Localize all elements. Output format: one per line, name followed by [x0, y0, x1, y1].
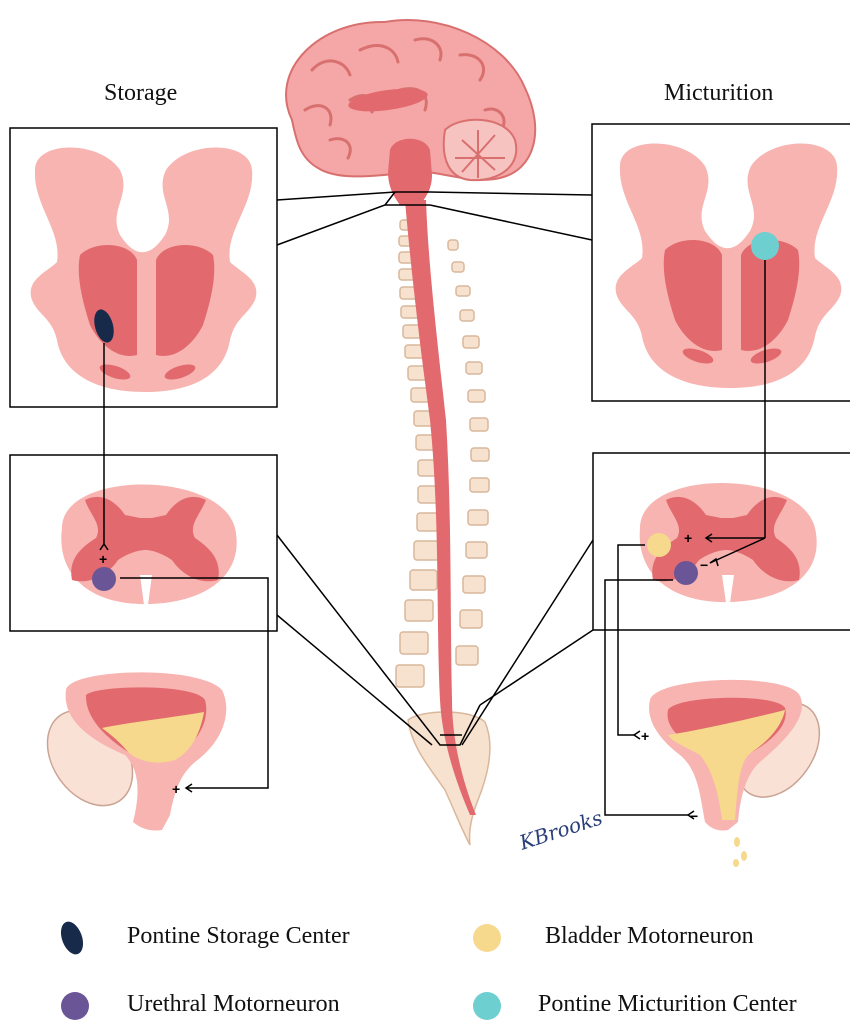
bladder-motorneuron-marker [647, 533, 671, 557]
urethral-motorneuron-marker-micturition [674, 561, 698, 585]
legend-label-pontine-storage-center: Pontine Storage Center [127, 923, 350, 950]
legend-label-pontine-micturition-center: Pontine Micturition Center [538, 991, 797, 1018]
legend-label-urethral-motorneuron: Urethral Motorneuron [127, 991, 340, 1018]
pontine-micturition-center-marker [751, 232, 779, 260]
spinal-column [396, 200, 490, 845]
micturition-bladder [649, 680, 836, 867]
storage-spinal-section-panel [10, 455, 277, 631]
sign-micturition-inhibit-urethral-neuron: − [700, 557, 708, 573]
micturition-pons-panel [592, 124, 850, 401]
legend-label-bladder-motorneuron: Bladder Motorneuron [545, 923, 754, 950]
sign-storage-excite-neuron: + [99, 551, 107, 567]
micturition-title: Micturition [664, 80, 773, 107]
legend-bladder-motorneuron-icon [473, 924, 501, 952]
sign-micturition-excite-bladder: + [641, 728, 649, 744]
micturition-spinal-section-panel [593, 453, 850, 630]
legend-pontine-micturition-center-icon [473, 992, 501, 1020]
sign-storage-excite-urethra: + [172, 781, 180, 797]
urethral-motorneuron-marker-storage [92, 567, 116, 591]
legend-urethral-motorneuron-icon [61, 992, 89, 1020]
storage-bladder [30, 672, 226, 830]
sign-micturition-excite-bladder-neuron: + [684, 530, 692, 546]
storage-pons-panel [10, 128, 277, 407]
brain-illustration [286, 20, 535, 205]
legend-pontine-storage-center-icon [57, 919, 87, 958]
sign-micturition-inhibit-urethra: − [690, 808, 698, 824]
storage-title: Storage [104, 80, 177, 107]
